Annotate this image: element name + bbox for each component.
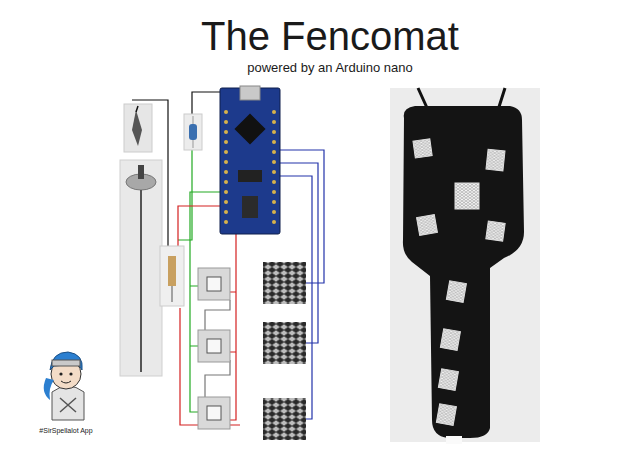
- arduino-nano-board: [220, 88, 280, 234]
- arduino-nano-board: [224, 120, 228, 124]
- knight-logo: [44, 352, 84, 420]
- resistor-photo: [184, 114, 202, 150]
- knight-logo: [60, 398, 76, 412]
- mesh-pads: [263, 262, 306, 304]
- target-photo: [413, 139, 505, 426]
- target-photo: [417, 215, 438, 236]
- knight-logo: [44, 378, 54, 400]
- data-wire: [205, 360, 230, 397]
- target-photo: [486, 149, 505, 171]
- arduino-nano-board: [272, 140, 276, 144]
- arduino-nano-board: [272, 110, 276, 114]
- target-photo: [390, 88, 540, 442]
- mesh-pads: [263, 262, 306, 440]
- logo-label: #SirSpellalot App: [39, 427, 92, 434]
- foil-photo: [138, 165, 144, 179]
- plug-photo: [171, 286, 173, 302]
- target-photo: [413, 139, 432, 158]
- arduino-nano-board: [224, 110, 276, 224]
- led-boards: [207, 406, 221, 420]
- arduino-nano-board: [224, 220, 228, 224]
- page-title: The Fencomat: [201, 14, 459, 59]
- foil-photo: [120, 160, 162, 376]
- red-wire: [228, 234, 236, 420]
- arduino-nano-board: [234, 113, 265, 144]
- arduino-nano-board: [224, 170, 228, 174]
- clip-photo: [136, 106, 138, 112]
- red-wire: [180, 308, 240, 425]
- knight-logo: [52, 386, 84, 420]
- led-boards: [207, 339, 221, 353]
- knight-logo: [51, 359, 81, 389]
- clip-photo: [124, 104, 152, 152]
- knight-logo: [59, 372, 62, 375]
- target-photo: [486, 221, 505, 241]
- arduino-nano-board: [272, 200, 276, 204]
- foil-photo: [120, 160, 162, 376]
- arduino-nano-board: [272, 210, 276, 214]
- led-boards: [198, 268, 230, 429]
- plug-photo: [160, 246, 184, 306]
- led-boards: [198, 268, 230, 300]
- target-photo: [436, 404, 456, 426]
- led-boards: [198, 330, 230, 362]
- arduino-nano-board: [272, 130, 276, 134]
- arduino-nano-board: [272, 170, 276, 174]
- arduino-nano-board: [272, 150, 276, 154]
- target-photo: [455, 183, 479, 209]
- arduino-nano-board: [272, 180, 276, 184]
- arduino-nano-board: [224, 140, 228, 144]
- knight-logo: [50, 352, 82, 370]
- knight-logo: [69, 372, 72, 375]
- target-photo: [440, 329, 460, 351]
- arduino-nano-board: [224, 110, 228, 114]
- target-photo: [446, 436, 462, 444]
- plug-photo: [160, 246, 184, 306]
- clip-photo: [132, 110, 142, 146]
- green-wire: [178, 150, 192, 240]
- arduino-nano-board: [272, 190, 276, 194]
- arduino-nano-board: [224, 150, 228, 154]
- arduino-nano-board: [224, 160, 228, 164]
- arduino-nano-board: [272, 160, 276, 164]
- data-wire: [205, 300, 230, 330]
- led-boards: [198, 397, 230, 429]
- target-photo: [438, 369, 458, 391]
- page-subtitle: powered by an Arduino nano: [247, 60, 413, 75]
- foil-photo: [140, 190, 142, 372]
- arduino-nano-board: [220, 86, 280, 234]
- resistor-photo: [189, 124, 197, 140]
- arduino-nano-board: [242, 196, 258, 218]
- target-photo: [390, 88, 540, 444]
- arduino-nano-board: [224, 200, 228, 204]
- arduino-nano-board: [240, 86, 260, 100]
- knight-logo: [52, 360, 80, 366]
- led-boards: [207, 277, 221, 291]
- mesh-pads: [263, 398, 306, 440]
- arduino-nano-board: [224, 180, 228, 184]
- red-wire: [178, 206, 220, 250]
- arduino-nano-board: [238, 170, 262, 182]
- target-photo: [446, 281, 466, 303]
- arduino-nano-board: [224, 130, 228, 134]
- mesh-pads: [263, 322, 306, 364]
- target-photo: [403, 106, 524, 438]
- arduino-nano-board: [272, 220, 276, 224]
- arduino-nano-board: [224, 190, 228, 194]
- arduino-nano-board: [224, 210, 228, 214]
- arduino-nano-board: [272, 120, 276, 124]
- plug-photo: [168, 256, 176, 286]
- clip-photo: [124, 104, 152, 152]
- knight-logo: [61, 381, 71, 383]
- resistor-photo: [184, 114, 202, 150]
